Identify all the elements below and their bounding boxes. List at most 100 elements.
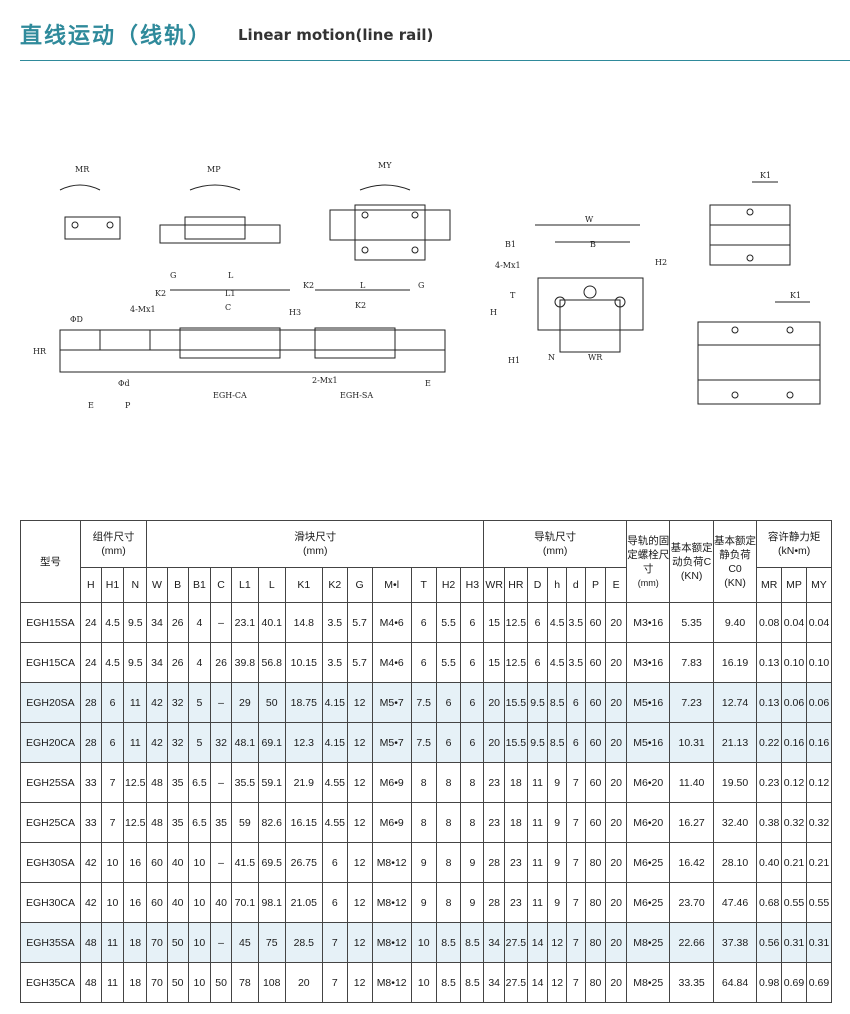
- model-cell: EGH15CA: [20, 642, 81, 683]
- subheader-m-l: M•l: [371, 567, 412, 603]
- table-cell: 4.5: [100, 602, 125, 643]
- label-egh-sa: EGH-SA: [340, 391, 373, 400]
- table-cell: 20: [605, 682, 627, 723]
- header-assembly: 组件尺寸 (mm): [79, 520, 148, 568]
- label-phi-d-upper: ΦD: [70, 315, 83, 324]
- table-cell: M3•16: [625, 642, 671, 683]
- label-k1-bottom: K1: [790, 291, 801, 300]
- table-cell: 60: [584, 722, 607, 763]
- table-cell: 6: [435, 682, 462, 723]
- table-cell: 12: [547, 962, 568, 1003]
- table-cell: 16: [123, 842, 148, 883]
- subheader-mp: MP: [781, 567, 807, 603]
- model-cell: EGH35CA: [20, 962, 81, 1003]
- table-cell: 18: [123, 922, 148, 963]
- table-cell: 60: [146, 842, 168, 883]
- spec-table: 型号 组件尺寸 (mm) 滑块尺寸 (mm) 导轨尺寸 (mm) 导轨的固定螺栓…: [20, 520, 833, 1003]
- table-cell: 40.1: [257, 602, 286, 643]
- rail-side-view: [59, 329, 446, 373]
- table-cell: 59: [230, 802, 259, 843]
- table-cell: 6.5: [187, 762, 212, 803]
- table-cell: 7: [566, 762, 586, 803]
- table-cell: 16.27: [669, 802, 714, 843]
- table-cell: 15: [483, 602, 505, 643]
- table-cell: 0.31: [805, 922, 833, 963]
- table-cell: 60: [584, 642, 607, 683]
- table-cell: 8: [460, 802, 485, 843]
- table-cell: 48.1: [230, 722, 259, 763]
- top-view-sa: [709, 204, 791, 266]
- table-cell: 0.56: [756, 922, 783, 963]
- table-cell: –: [210, 682, 232, 723]
- table-cell: 6: [460, 682, 485, 723]
- label-h1: H1: [508, 356, 520, 365]
- table-cell: 4.15: [321, 722, 348, 763]
- label-k2-right: K2: [303, 281, 314, 290]
- label-h3: H3: [289, 308, 301, 317]
- model-cell: EGH20SA: [20, 682, 81, 723]
- table-cell: 28.10: [712, 842, 758, 883]
- table-cell: 11.40: [669, 762, 714, 803]
- table-cell: 60: [584, 802, 607, 843]
- top-view-ca: [697, 321, 821, 405]
- table-cell: 5: [187, 682, 212, 723]
- table-cell: 42: [79, 842, 102, 883]
- table-cell: 9: [547, 882, 568, 923]
- table-cell: 34: [146, 642, 168, 683]
- table-cell: 0.10: [781, 642, 807, 683]
- table-cell: 9: [410, 882, 437, 923]
- table-cell: 28: [79, 722, 102, 763]
- model-cell: EGH25CA: [20, 802, 81, 843]
- table-cell: 5.7: [346, 642, 373, 683]
- table-cell: 10: [100, 842, 125, 883]
- label-p: P: [125, 401, 131, 410]
- table-cell: 20: [483, 682, 505, 723]
- table-cell: 48: [146, 802, 168, 843]
- table-cell: 0.10: [805, 642, 833, 683]
- table-cell: 0.32: [781, 802, 807, 843]
- table-cell: 20: [605, 802, 627, 843]
- table-cell: 6: [100, 682, 125, 723]
- subheader-k1: K1: [284, 567, 323, 603]
- header-rail: 导轨尺寸 (mm): [483, 520, 627, 568]
- table-cell: 0.12: [805, 762, 833, 803]
- table-cell: 9.5: [526, 722, 549, 763]
- table-cell: 3.5: [321, 642, 348, 683]
- table-cell: 4.5: [100, 642, 125, 683]
- drawing-svg: MR MP MY G L K2 L1 C 4-Mx1 H3 ΦD Φd HR E…: [33, 161, 821, 410]
- label-l-left: L: [228, 271, 234, 280]
- table-cell: 20: [605, 922, 627, 963]
- table-cell: 48: [146, 762, 168, 803]
- table-cell: 0.40: [756, 842, 783, 883]
- table-cell: –: [210, 762, 232, 803]
- table-cell: 16.42: [669, 842, 714, 883]
- header-dynamic-load-unit: (KN): [680, 569, 703, 582]
- table-cell: 12: [346, 842, 373, 883]
- table-cell: 8.5: [547, 722, 568, 763]
- table-cell: 6: [566, 682, 586, 723]
- table-cell: 6: [100, 722, 125, 763]
- table-cell: 60: [146, 882, 168, 923]
- table-cell: 22.66: [669, 922, 714, 963]
- label-g-right: G: [418, 281, 424, 290]
- table-cell: 18: [504, 762, 528, 803]
- table-cell: 12.5: [123, 802, 148, 843]
- table-cell: 35: [166, 802, 189, 843]
- subheader-h: h: [547, 567, 568, 603]
- header-model: 型号: [20, 520, 81, 603]
- header-static-load-text: 基本额定静负荷C0: [714, 534, 757, 575]
- subheader-h2: H2: [435, 567, 462, 603]
- table-cell: 14.8: [284, 602, 323, 643]
- header-bolt: 导轨的固定螺栓尺寸 (mm): [625, 520, 671, 603]
- table-cell: 0.69: [781, 962, 807, 1003]
- table-cell: 8: [460, 762, 485, 803]
- table-cell: 7.23: [669, 682, 714, 723]
- table-cell: 32.40: [712, 802, 758, 843]
- table-cell: 34: [483, 922, 505, 963]
- table-cell: 16.15: [284, 802, 323, 843]
- table-cell: 47.46: [712, 882, 758, 923]
- table-cell: M8•12: [371, 962, 412, 1003]
